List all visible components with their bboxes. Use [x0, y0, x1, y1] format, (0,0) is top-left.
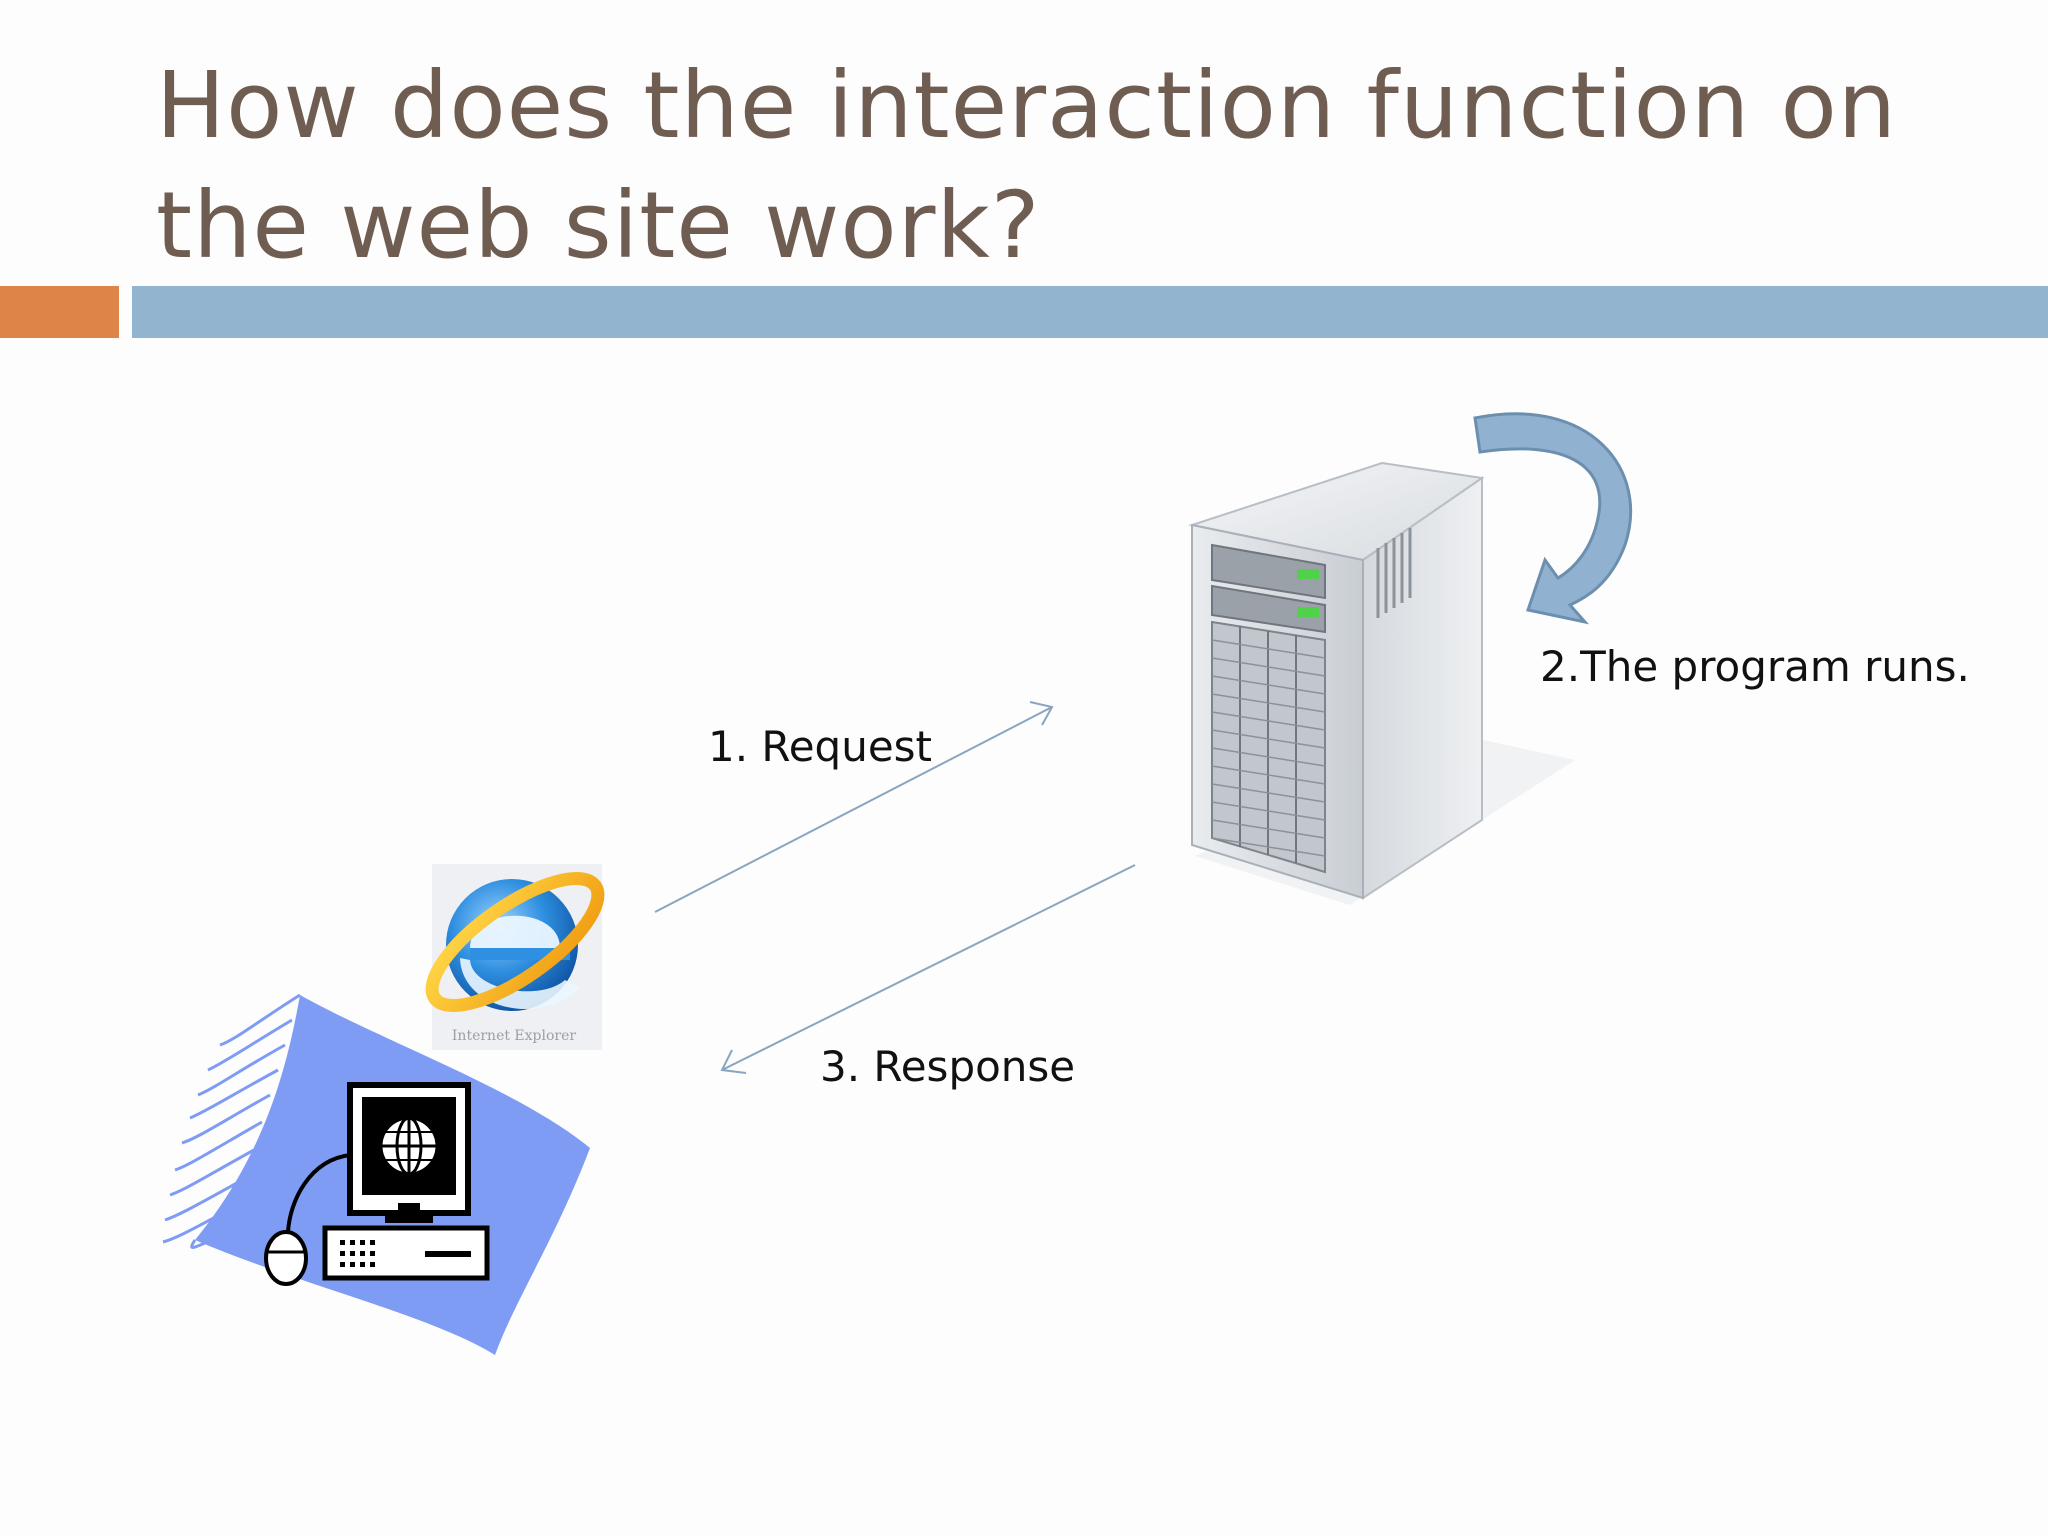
loop-arrow-icon: [1473, 412, 1633, 625]
request-arrow: [654, 701, 1054, 913]
mouse-icon: [264, 1230, 308, 1286]
step-program-runs-label: 2.The program runs.: [1540, 642, 1970, 691]
slide-title: How does the interaction function on the…: [156, 52, 1898, 279]
globe-icon: [379, 1116, 439, 1176]
computer-clipart-icon: [162, 993, 590, 1355]
title-accent-bar-blue: [132, 286, 2048, 338]
step-response-label: 3. Response: [820, 1042, 1076, 1091]
ie-logo-caption: Internet Explorer: [452, 1028, 576, 1044]
server-icon: [1188, 461, 1575, 905]
response-arrow: [720, 864, 1136, 1074]
title-accent-bar-orange: [0, 286, 119, 338]
step-request-label: 1. Request: [708, 722, 933, 771]
internet-explorer-logo: Internet Explorer: [425, 864, 605, 1050]
